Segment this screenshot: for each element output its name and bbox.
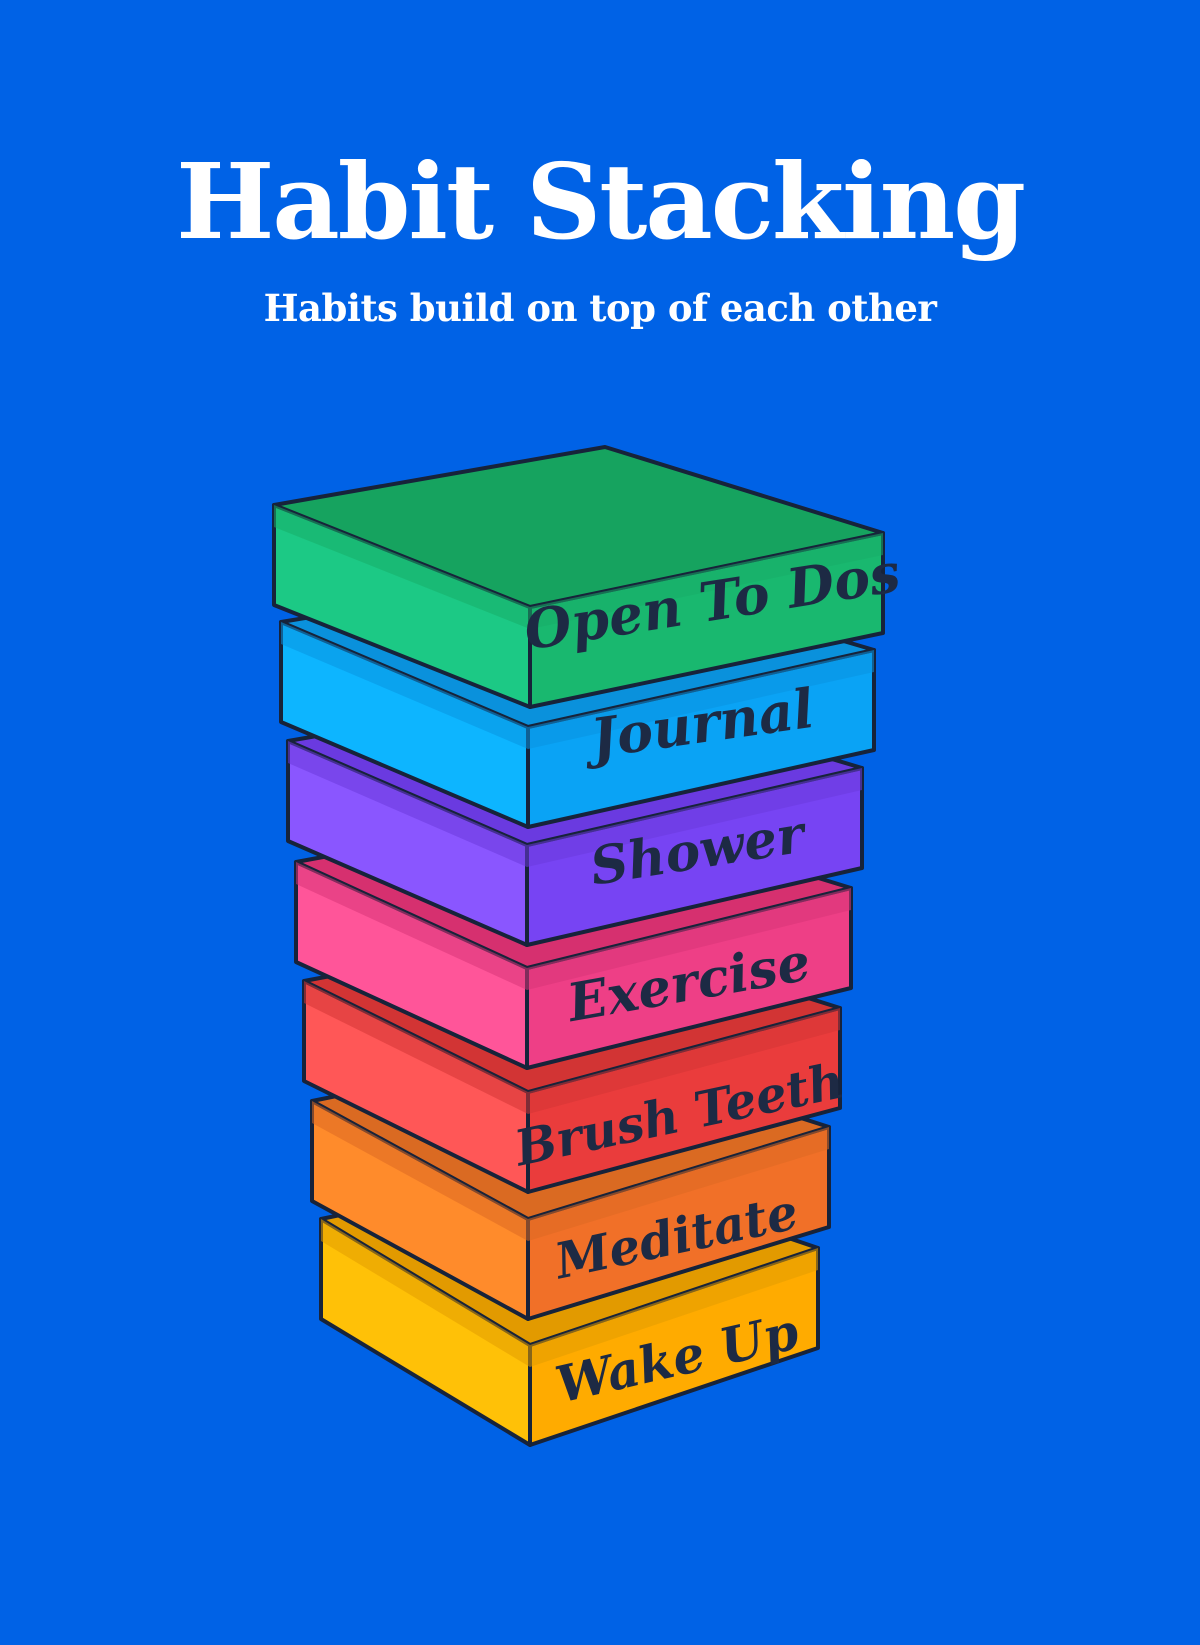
- block-bevel: [528, 1008, 840, 1114]
- block-bevel: [304, 981, 528, 1114]
- block-bevel: [296, 862, 527, 990]
- block-bevel: [530, 1248, 818, 1367]
- block-bevel: [528, 1127, 829, 1241]
- block-bevel: [281, 622, 528, 749]
- block-bevel: [530, 533, 883, 629]
- page-subtitle: Habits build on top of each other: [263, 286, 937, 330]
- block-bevel: [312, 1101, 528, 1241]
- block-bevel: [274, 505, 530, 629]
- block-bevel: [528, 650, 874, 749]
- block-bevel: [527, 768, 862, 867]
- block-bevel: [527, 888, 851, 990]
- block-bevel: [321, 1219, 530, 1367]
- block-bevel: [288, 741, 527, 867]
- habit-block-open-to-dos: Open To Dos: [272, 445, 904, 709]
- page-title: Habit Stacking: [176, 140, 1026, 263]
